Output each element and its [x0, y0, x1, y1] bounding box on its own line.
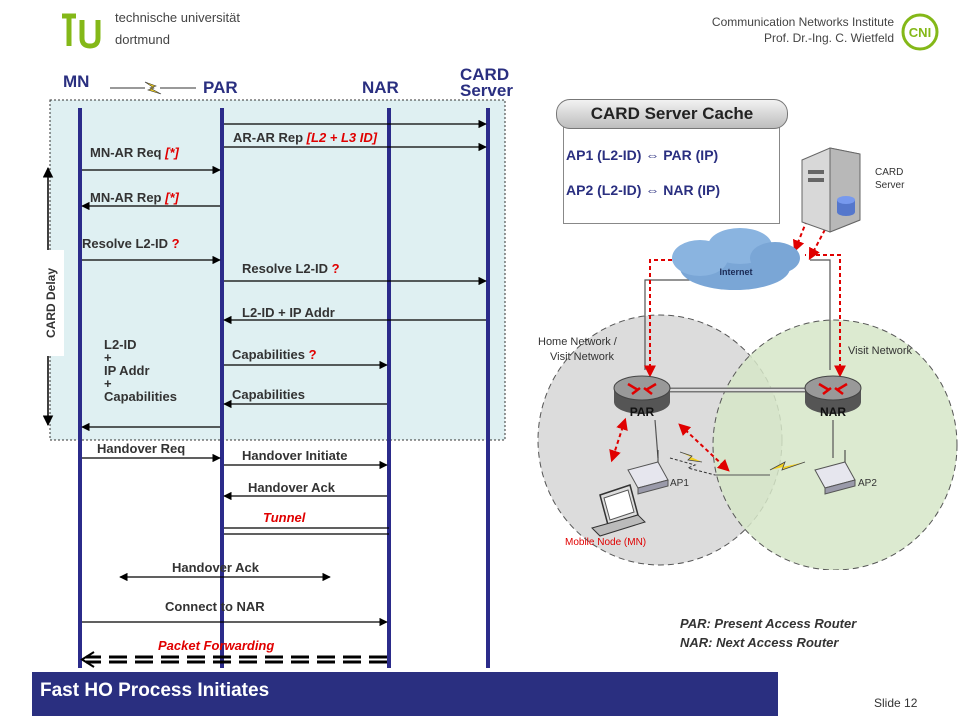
par-router-icon: PAR — [613, 375, 671, 419]
packet-forwarding-arrowhead — [80, 651, 95, 668]
wireless-link-icon — [110, 81, 196, 95]
institute-name: Communication Networks Institute — [711, 15, 894, 29]
svg-text:CNI: CNI — [909, 25, 931, 40]
svg-text:Home Network /: Home Network / — [538, 336, 618, 348]
nar-coverage — [712, 319, 958, 570]
svg-text:AP1: AP1 — [670, 478, 689, 489]
network-diagram: Internet CARD Server Home Network / Visi… — [537, 147, 958, 570]
entity-card-server: CARD Server — [460, 65, 513, 100]
cache-title: CARD Server Cache — [556, 99, 788, 129]
label-connect: Connect to NAR — [165, 599, 265, 614]
professor-name: Prof. Dr.-Ing. C. Wietfeld — [763, 31, 894, 45]
label-ar-ar-rep: AR-AR Rep [L2 + L3 ID] — [233, 130, 378, 145]
cni-logo: CNI — [900, 12, 940, 52]
svg-text:Mobile Node (MN): Mobile Node (MN) — [565, 537, 646, 548]
svg-text:AP2: AP2 — [858, 478, 877, 489]
card-delay-region — [49, 99, 506, 441]
label-resolve1: Resolve L2-ID ? — [82, 236, 180, 251]
cache-row-2: AP2 (L2-ID) ⇔ NAR (IP) — [566, 182, 720, 198]
svg-text:PAR: PAR — [630, 405, 655, 419]
banner-title: Fast HO Process Initiates — [40, 680, 270, 701]
label-handover-req: Handover Req — [97, 441, 186, 456]
svg-text:NAR: NAR — [820, 405, 846, 419]
label-l2-ip: L2-ID + IP Addr — [242, 305, 335, 320]
internet-cloud-icon: Internet — [672, 228, 800, 290]
label-tunnel: Tunnel — [263, 510, 306, 525]
university-city: dortmund — [115, 32, 170, 47]
card-delay-label: CARD Delay — [38, 250, 64, 356]
mobile-node-icon: Mobile Node (MN) — [565, 484, 646, 548]
label-stack: L2-ID + IP Addr + Capabilities — [104, 337, 177, 404]
university-name: technische universität — [115, 10, 241, 25]
ap2-icon: AP2 — [814, 450, 877, 495]
label-capabilities: Capabilities — [232, 387, 305, 402]
legend-par: PAR: Present Access Router — [680, 616, 857, 631]
label-handover-ack1: Handover Ack — [248, 480, 335, 495]
cache-row-1: AP1 (L2-ID) ⇔ PAR (IP) — [566, 147, 719, 163]
label-resolve2: Resolve L2-ID ? — [242, 261, 340, 276]
label-capabilities-q: Capabilities ? — [232, 347, 317, 362]
label-handover-ack2: Handover Ack — [172, 560, 259, 575]
tu-logo — [58, 6, 108, 56]
ap1-icon: AP1 — [627, 450, 689, 495]
svg-text:Visit Network: Visit Network — [848, 345, 912, 357]
label-mn-ar-req: MN-AR Req [*] — [90, 145, 179, 160]
entity-mn: MN — [63, 72, 90, 91]
label-packet-forwarding: Packet Forwarding — [158, 638, 275, 653]
slide-number: Slide 12 — [874, 696, 918, 710]
cache-box — [563, 112, 780, 224]
nar-router-icon: NAR — [804, 375, 862, 419]
entity-par: PAR — [203, 78, 238, 97]
svg-text:Internet: Internet — [719, 267, 752, 277]
svg-text:CARD: CARD — [875, 167, 903, 178]
svg-text:Visit Network: Visit Network — [550, 351, 614, 363]
label-handover-initiate: Handover Initiate — [242, 448, 348, 463]
card-server-icon — [801, 147, 861, 233]
legend-nar: NAR: Next Access Router — [680, 635, 839, 650]
label-mn-ar-rep: MN-AR Rep [*] — [90, 190, 179, 205]
footer-banner: Fast HO Process Initiates — [32, 672, 778, 716]
svg-text:Server: Server — [875, 180, 905, 191]
entity-nar: NAR — [362, 78, 399, 97]
